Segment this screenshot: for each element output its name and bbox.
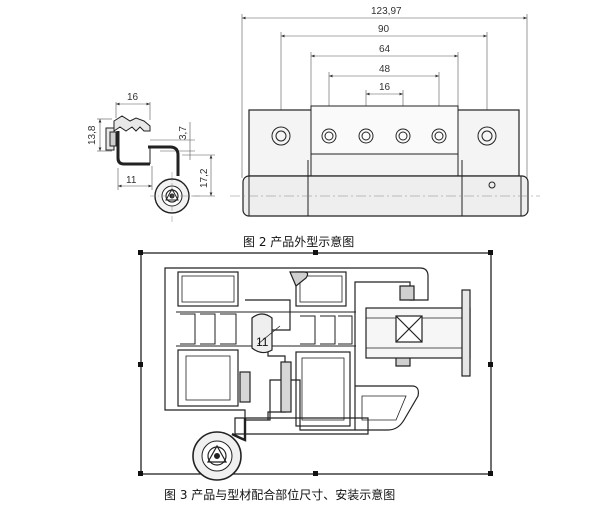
dim-width-top: 16 — [127, 92, 139, 103]
cross-box-icon — [395, 315, 423, 343]
glass-pane — [365, 289, 471, 377]
hinge-front-view — [230, 14, 540, 217]
dim-16: 16 — [379, 82, 391, 93]
hinge-knuckle-icon — [192, 418, 247, 481]
installation-frame — [138, 250, 493, 476]
hinge-side-view — [97, 102, 215, 222]
dim-height-bottom: 17,2 — [199, 168, 210, 188]
dim-height-right: 3,7 — [178, 126, 189, 140]
figure-3-caption: 图 3 产品与型材配合部位尺寸、安装示意图 — [164, 488, 396, 502]
dim-123-97: 123,97 — [371, 6, 402, 17]
callout-leader — [257, 325, 281, 345]
dim-90: 90 — [378, 24, 390, 35]
dim-height-left: 13,8 — [87, 125, 98, 145]
dim-width-bottom: 11 — [126, 175, 137, 186]
callout-11: 11 — [256, 335, 269, 349]
window-profile — [164, 267, 429, 435]
dim-64: 64 — [379, 44, 391, 55]
dim-48: 48 — [379, 64, 391, 75]
figure-2-caption: 图 2 产品外型示意图 — [243, 235, 355, 249]
